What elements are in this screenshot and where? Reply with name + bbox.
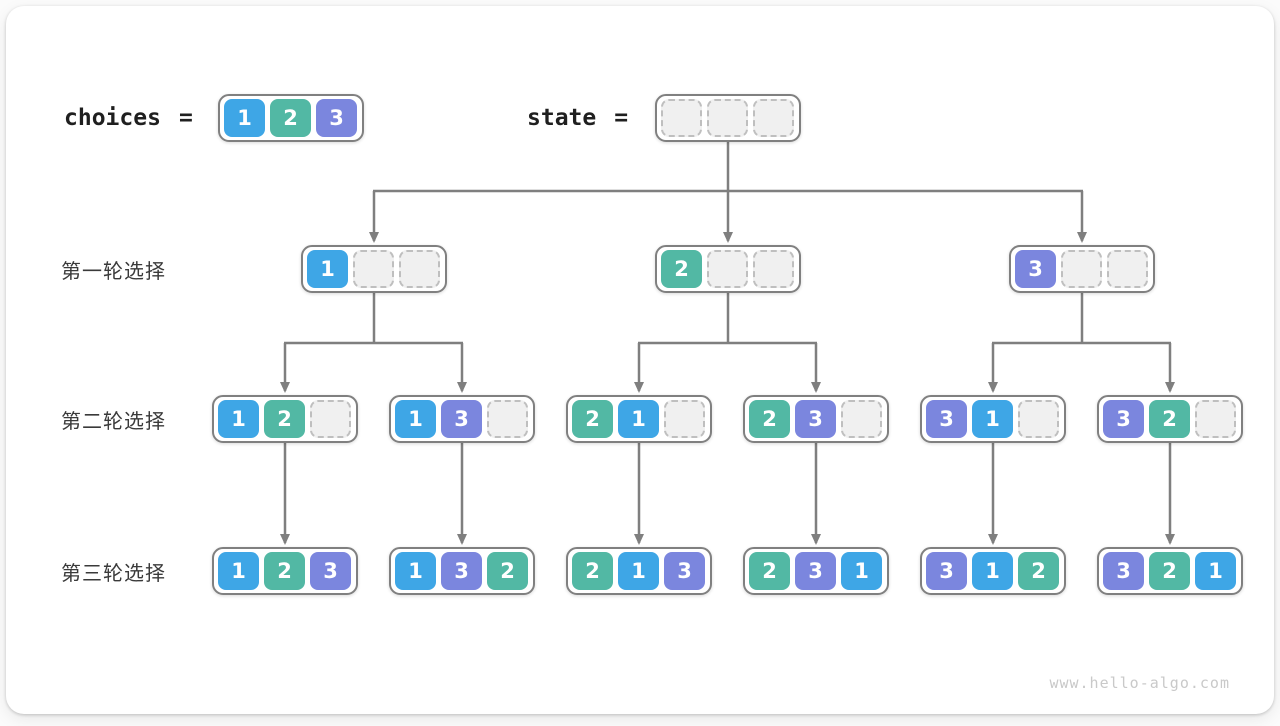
empty-cell <box>1061 250 1102 288</box>
choices-label: choices = <box>64 94 193 142</box>
state-cell: 3 <box>1015 250 1056 288</box>
state-cell: 3 <box>926 400 967 438</box>
choices-equals-sign: = <box>178 105 193 131</box>
state-cell: 1 <box>218 400 259 438</box>
state-cell: 3 <box>1103 400 1144 438</box>
empty-cell <box>1195 400 1236 438</box>
empty-cell <box>1018 400 1059 438</box>
state-equals-sign: = <box>614 105 629 131</box>
round3-label: 第三轮选择 <box>61 560 166 585</box>
round3-node-312: 3 1 2 <box>920 547 1066 595</box>
choices-cell: 3 <box>316 99 357 137</box>
state-cell: 1 <box>307 250 348 288</box>
choices-array: 1 2 3 <box>218 94 364 142</box>
state-cell: 2 <box>749 552 790 590</box>
state-label: state = <box>527 94 628 142</box>
round3-node-213: 2 1 3 <box>566 547 712 595</box>
state-cell: 2 <box>1018 552 1059 590</box>
state-cell: 1 <box>618 400 659 438</box>
choices-cell: 2 <box>270 99 311 137</box>
empty-cell <box>1107 250 1148 288</box>
round3-node-231: 2 3 1 <box>743 547 889 595</box>
state-cell: 2 <box>1149 400 1190 438</box>
state-cell: 3 <box>1103 552 1144 590</box>
state-cell: 1 <box>395 400 436 438</box>
state-cell: 3 <box>795 400 836 438</box>
state-cell: 3 <box>926 552 967 590</box>
round1-label: 第一轮选择 <box>61 258 166 283</box>
state-cell: 1 <box>618 552 659 590</box>
empty-cell <box>753 99 794 137</box>
state-cell: 1 <box>972 552 1013 590</box>
empty-cell <box>753 250 794 288</box>
state-cell: 3 <box>310 552 351 590</box>
round2-label: 第二轮选择 <box>61 408 166 433</box>
round2-node-31: 3 1 <box>920 395 1066 443</box>
state-cell: 2 <box>1149 552 1190 590</box>
empty-cell <box>707 99 748 137</box>
site-watermark: www.hello-algo.com <box>1049 674 1230 692</box>
state-cell: 1 <box>1195 552 1236 590</box>
state-cell: 1 <box>972 400 1013 438</box>
state-array-root <box>655 94 801 142</box>
state-cell: 2 <box>749 400 790 438</box>
empty-cell <box>310 400 351 438</box>
round1-node-3: 3 <box>1009 245 1155 293</box>
round3-node-123: 1 2 3 <box>212 547 358 595</box>
round2-node-13: 1 3 <box>389 395 535 443</box>
state-cell: 2 <box>487 552 528 590</box>
choices-label-text: choices <box>64 105 161 131</box>
round2-node-21: 2 1 <box>566 395 712 443</box>
state-label-text: state <box>527 105 597 131</box>
round3-node-321: 3 2 1 <box>1097 547 1243 595</box>
state-cell: 1 <box>841 552 882 590</box>
state-cell: 3 <box>795 552 836 590</box>
state-cell: 1 <box>218 552 259 590</box>
empty-cell <box>399 250 440 288</box>
diagram-card: choices = 1 2 3 state = 第一轮选择 第二轮选择 第三轮选… <box>6 6 1274 714</box>
state-cell: 2 <box>264 552 305 590</box>
state-cell: 3 <box>441 400 482 438</box>
round3-node-132: 1 3 2 <box>389 547 535 595</box>
round2-node-23: 2 3 <box>743 395 889 443</box>
state-cell: 2 <box>572 400 613 438</box>
choices-cell: 1 <box>224 99 265 137</box>
empty-cell <box>661 99 702 137</box>
empty-cell <box>841 400 882 438</box>
state-cell: 1 <box>395 552 436 590</box>
round2-node-12: 1 2 <box>212 395 358 443</box>
state-cell: 2 <box>264 400 305 438</box>
empty-cell <box>353 250 394 288</box>
tree-connector-arrows <box>280 142 1175 545</box>
state-cell: 3 <box>441 552 482 590</box>
round1-node-1: 1 <box>301 245 447 293</box>
state-cell: 3 <box>664 552 705 590</box>
empty-cell <box>487 400 528 438</box>
state-cell: 2 <box>572 552 613 590</box>
empty-cell <box>707 250 748 288</box>
empty-cell <box>664 400 705 438</box>
round1-node-2: 2 <box>655 245 801 293</box>
state-cell: 2 <box>661 250 702 288</box>
round2-node-32: 3 2 <box>1097 395 1243 443</box>
